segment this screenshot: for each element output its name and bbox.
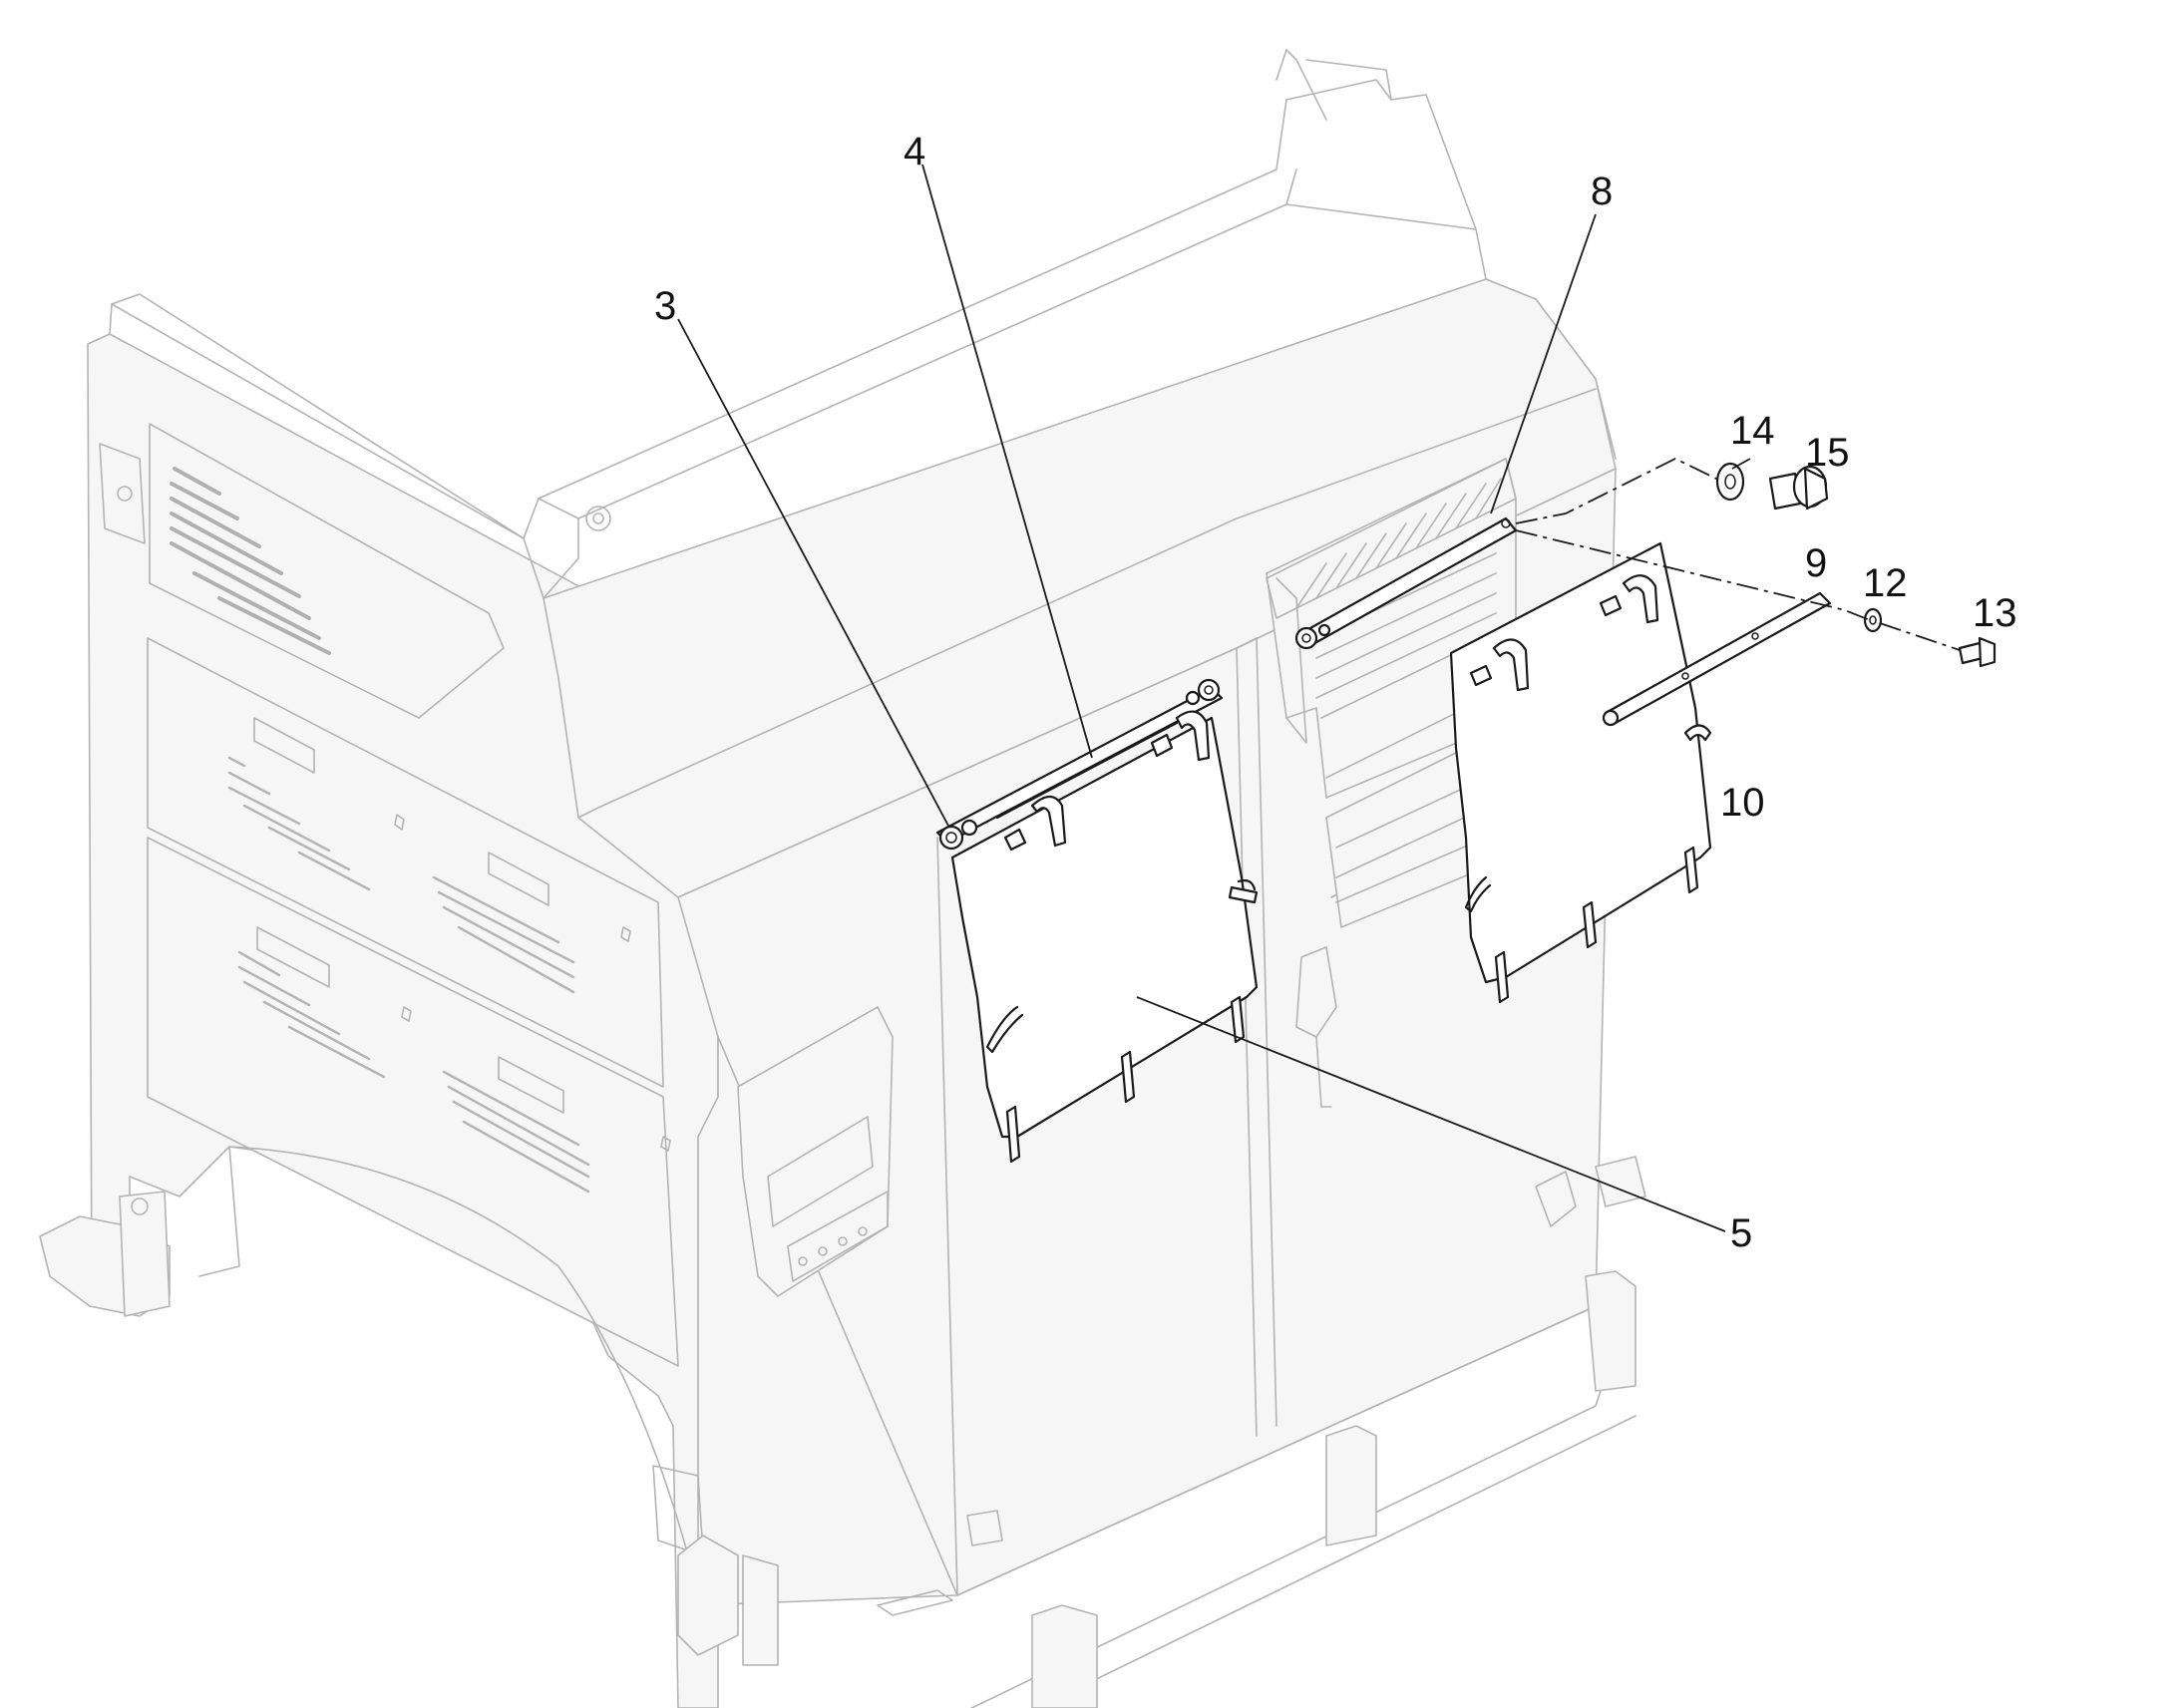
panel-handles: [253, 717, 671, 1152]
hinge-strip-part-4: [935, 678, 1224, 851]
callout-labels: 3 4 5 8 9 10 12 13 14 15: [654, 130, 2017, 1255]
window-panel-part-10: [1449, 541, 1712, 1004]
callout-5: 5: [1730, 1211, 1752, 1255]
callout-13: 13: [1973, 591, 2017, 635]
bolt-part-15: [1768, 465, 1829, 511]
washer-part-14: [1715, 462, 1745, 502]
callout-4: 4: [904, 130, 925, 173]
screw-part-13: [1958, 636, 1997, 668]
callout-15: 15: [1805, 431, 1850, 475]
cab-structure: [39, 49, 1646, 1708]
callout-9: 9: [1805, 541, 1827, 585]
callout-12: 12: [1863, 561, 1908, 605]
washer-part-12: [1863, 607, 1883, 633]
callout-14: 14: [1730, 409, 1775, 453]
leader-lines: [677, 164, 1751, 1232]
hardware: [1715, 462, 1997, 668]
vent-slots: [170, 467, 590, 1194]
strip-part-9: [1602, 591, 1832, 727]
callout-8: 8: [1591, 170, 1613, 213]
assembly-centerlines: [1515, 457, 1961, 651]
callout-10: 10: [1720, 781, 1765, 825]
callout-3: 3: [654, 284, 676, 328]
window-panel-part-5: [950, 710, 1259, 1164]
